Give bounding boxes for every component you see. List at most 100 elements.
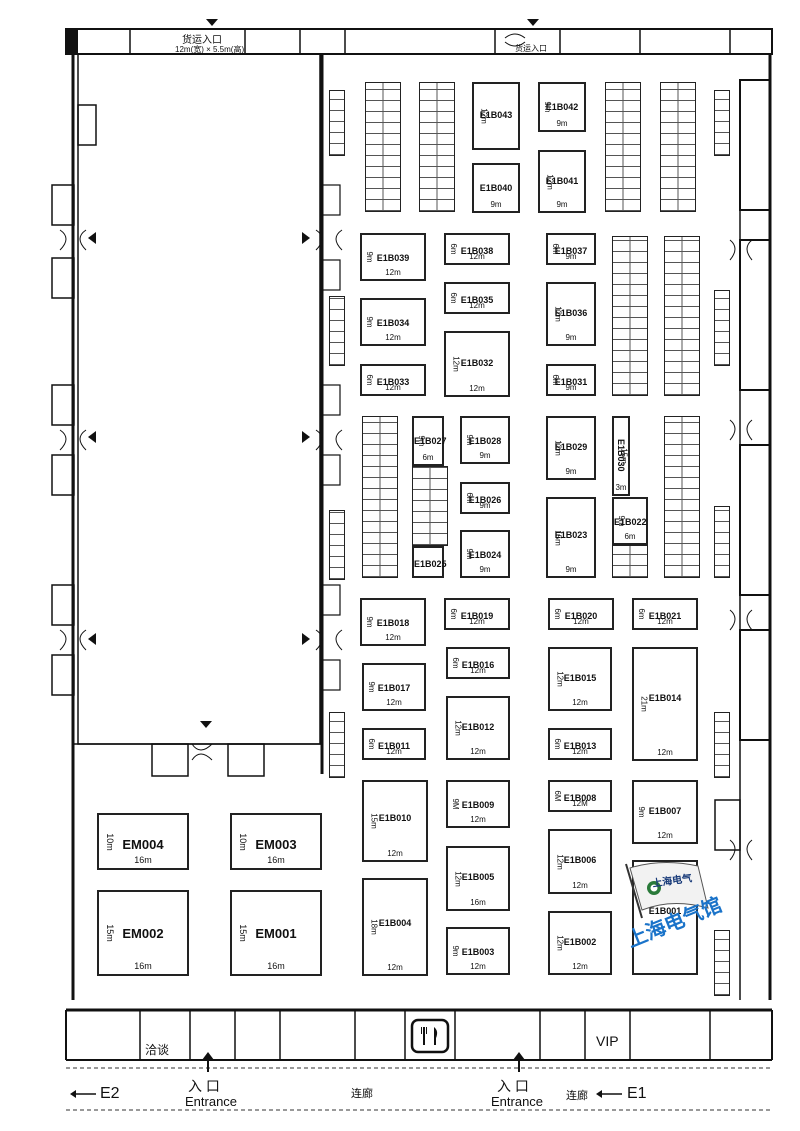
booth-width-label: 9m [490, 200, 502, 209]
booth-depth-label: 12m [545, 173, 555, 190]
booth-width-label: 12m [385, 383, 401, 392]
booth-id-label: E1B016 [461, 660, 495, 671]
booth-id-label: E1B008 [563, 793, 597, 804]
booth-id-label: E1B029 [554, 442, 588, 452]
booth-depth-label: 6m [637, 608, 647, 620]
stall-block [419, 82, 455, 212]
stall-block [664, 236, 700, 396]
booth-width-label: 12m [657, 617, 673, 626]
booth-width-label: 16m [267, 961, 285, 971]
stall-block [664, 416, 700, 578]
booth-width-label: 12m [469, 617, 485, 626]
stall-block [362, 416, 398, 578]
booth-depth-label: 12m [451, 356, 461, 372]
stall-column [329, 296, 345, 366]
booth-width-label: 9m [556, 119, 568, 128]
booth-depth-label: 21m [639, 696, 649, 712]
booth-id-label: E1B004 [378, 917, 412, 928]
booth-id-label: E1B043 [479, 109, 513, 120]
booth-depth-label: 15m [553, 529, 563, 546]
stall-column [714, 90, 730, 156]
booth-width-label: 12m [387, 849, 403, 858]
booth-id-label: E1B038 [460, 246, 494, 257]
booth-depth-label: 9m [451, 945, 461, 957]
booth-depth-label: 9m [367, 681, 377, 693]
booth-depth-label: 6m [449, 292, 459, 304]
booth-id-label: E1B035 [460, 295, 494, 306]
booth-width-label: 9m [479, 565, 491, 574]
entrance-cn-left: 入 口 [188, 1078, 220, 1094]
booth-id-label: E1B018 [376, 617, 410, 628]
entrance-en-left: Entrance [185, 1094, 238, 1109]
booth-width-label: 12m [657, 831, 673, 840]
booth-depth-label: 12m [553, 306, 563, 322]
booth-e1b025[interactable]: E1B025 [412, 546, 447, 578]
booth-id-label: E1B007 [648, 806, 682, 816]
booth-depth-label: 6M [553, 790, 563, 802]
cargo-entrance-label-left: 货运入口 [182, 35, 222, 46]
stall-block [612, 545, 648, 578]
stall-column [714, 506, 730, 578]
entrance-en-right: Entrance [491, 1094, 544, 1109]
booth-width-label: 12m [470, 815, 486, 824]
booth-width-label: 12M [572, 799, 588, 808]
booth-depth-label: 15m [237, 924, 248, 942]
cargo-entrance-size: 12m(宽) × 5.5m(高) [175, 45, 245, 54]
booth-id-label: E1B020 [564, 611, 598, 622]
booth-depth-label: 6m [365, 374, 375, 386]
cutlery-icon [421, 1027, 438, 1045]
negotiation-room-label: 洽谈 [145, 1043, 170, 1057]
booth-id-label: E1B042 [545, 102, 579, 113]
booth-id-label: E1B003 [461, 946, 495, 957]
booth-width-label: 12m [386, 698, 402, 707]
stall-column [329, 510, 345, 580]
booth-id-label: E1B023 [554, 529, 588, 540]
booth-id-label: E1B011 [377, 741, 411, 752]
